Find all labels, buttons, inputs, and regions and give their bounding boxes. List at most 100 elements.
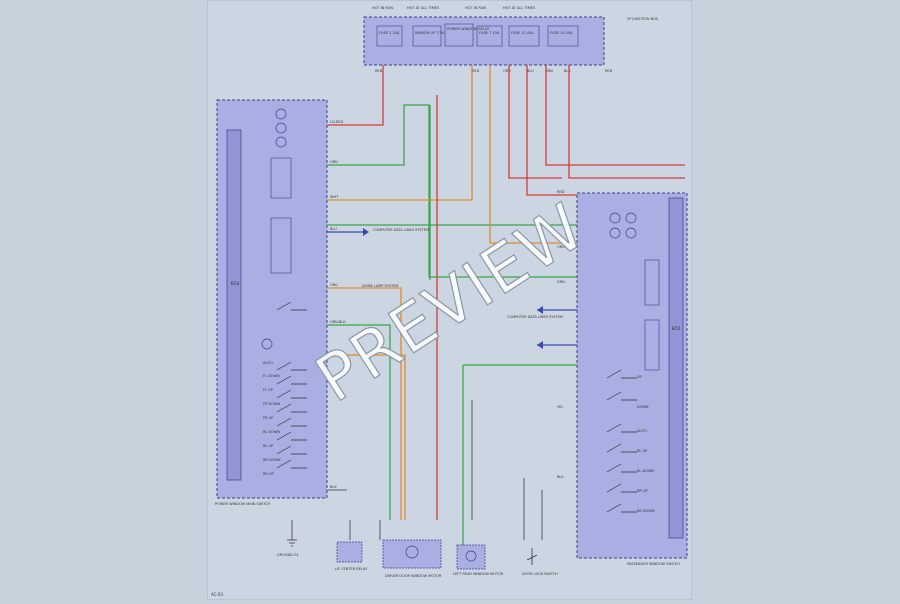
bottom-components: GROUND G1 LIF CENTER RELAY DRIVER DOOR W… [277, 539, 558, 578]
master-switch-label-fl-down: FL DOWN [263, 374, 280, 378]
jb-header-3: HOT IN RUN [465, 6, 486, 10]
relay-component-body [336, 541, 363, 563]
page-ref: AC-03 [211, 592, 223, 597]
wire-green-4 [462, 364, 577, 545]
master-ecu-bar [226, 129, 242, 481]
relay: POWER WINDOW RELAY [444, 23, 490, 47]
callouts: COMPUTER DATA LINES SYSTEM DOME LAMP SYS… [362, 228, 563, 349]
master-ecu-label: ECU [231, 281, 239, 286]
relay-component: LIF CENTER RELAY [335, 541, 368, 571]
master-switch-label-fr-up: FR UP [263, 416, 273, 420]
master-wire-5: BLU [330, 227, 337, 231]
junction-box: HOT IN RUN HOT AT ALL TIMES HOT IN RUN H… [363, 6, 659, 73]
motor-icon [275, 122, 287, 134]
arrow-connector-icon [537, 341, 543, 349]
master-switch-label-rr-up: RR UP [263, 472, 274, 476]
driver-motor-body [382, 539, 442, 569]
jb-pin-2: RED [472, 69, 480, 73]
callout-computer-left: COMPUTER DATA LINES SYSTEM [373, 228, 429, 232]
wire-red-3 [545, 65, 685, 166]
jb-header-4: HOT AT ALL TIMES [503, 6, 536, 10]
passenger-switch-label-rr-down: RR DOWN [637, 509, 655, 513]
switch-row: RL UP [263, 431, 307, 448]
jb-pin-5: GRN [545, 69, 553, 73]
motor-icon [609, 227, 621, 239]
jb-header-2: HOT AT ALL TIMES [407, 6, 440, 10]
master-switch: ECU AUTO FL DOWN FL UP [215, 99, 346, 506]
component-driver-motor-label: DRIVER DOOR WINDOW MOTOR [385, 574, 442, 578]
passenger-switch-title: PASSENGER WINDOW SWITCH [627, 562, 680, 566]
jb-pin-4: BLU [527, 69, 534, 73]
master-switch-label-fl-up: FL UP [263, 388, 273, 392]
master-wire-2: GRN [330, 160, 338, 164]
motor-icon [405, 545, 419, 559]
arrow-connector-icon [363, 228, 369, 236]
door-lock-component: DOOR LOCK SWITCH [522, 548, 558, 576]
ground-icon [287, 539, 297, 547]
driver-motor-component: DRIVER DOOR WINDOW MOTOR [382, 539, 442, 578]
passenger-ecu-label: ECU [672, 326, 680, 331]
fuse-4-label: FUSE 12 40A [511, 31, 534, 35]
callout-dome-lamp: DOME LAMP SYSTEM [362, 284, 398, 288]
junction-box-body [363, 16, 605, 66]
jb-pin-7: RED [605, 69, 613, 73]
wiring-diagram: HOT IN RUN HOT AT ALL TIMES HOT IN RUN H… [206, 0, 693, 601]
passenger-ecu-bar [668, 197, 684, 539]
passenger-switch-label-rr-up: RR UP [637, 489, 648, 493]
component-ground-label: GROUND G1 [277, 553, 299, 557]
wire-red-4 [568, 65, 685, 179]
wire-green-1 [327, 104, 577, 278]
ground-component: GROUND G1 [277, 539, 299, 557]
fuse-1: FUSE 2 25A [376, 25, 403, 47]
switch-row: RL DOWN [606, 463, 654, 473]
motor-icon [625, 212, 637, 224]
fuse-4: FUSE 12 40A [508, 25, 540, 47]
wire-green-3 [327, 324, 391, 520]
component-rear-motor-label: LEFT REAR WINDOW MOTOR [453, 572, 504, 576]
callout-computer-right: COMPUTER DATA LINES SYSTEM [507, 315, 563, 319]
jb-pin-3: ORG [503, 69, 511, 73]
switch-row: RR UP [263, 459, 307, 476]
rear-motor-body [456, 544, 486, 570]
master-wire-4: ORG [330, 283, 338, 287]
master-wire-7: YEL [330, 350, 336, 354]
fuse-1-label: FUSE 2 25A [379, 31, 400, 35]
wire-red-2 [508, 65, 562, 179]
master-switch-label-rr-down: RR DOWN [263, 458, 281, 462]
master-switch-label-auto: AUTO [263, 361, 273, 365]
passenger-switch-label-down: DOWN [637, 405, 649, 409]
passenger-switch-label-auto: AUTO [637, 429, 647, 433]
master-wire-6: GRN-BLK [330, 320, 346, 324]
fuse-5: FUSE 15 40A [547, 25, 579, 47]
master-switch-title: POWER WINDOW MAIN SWITCH [215, 502, 270, 506]
component-relay-label: LIF CENTER RELAY [335, 567, 368, 571]
switch-row: AUTO [606, 423, 647, 433]
passenger-wire-5: BLK [557, 475, 564, 479]
arrow-connector-icon [537, 306, 543, 314]
wire-orange-2 [327, 287, 402, 520]
passenger-wire-2: GRN [557, 280, 565, 284]
master-switch-label-rl-up: RL UP [263, 444, 273, 448]
master-wire-1: LG-RED [330, 120, 344, 124]
master-wire-3: WHT [330, 195, 339, 199]
passenger-switch: ECU UP DOWN AUTO [557, 190, 688, 566]
wire-orange-4 [489, 65, 577, 244]
master-switch-label-fr-down: FR DOWN [263, 402, 280, 406]
motor-icon [465, 550, 477, 562]
passenger-wire-4: YEL [557, 405, 563, 409]
switch-row: UP [606, 369, 642, 379]
motor-icon [275, 136, 287, 148]
schematic-sheet: HOT IN RUN HOT AT ALL TIMES HOT IN RUN H… [206, 0, 693, 601]
wire-orange-3 [327, 354, 406, 520]
master-wire-8: BLK [330, 485, 337, 489]
wire-orange-1 [327, 65, 473, 201]
fuse-2-label: MIRROR UP 7.5A [415, 31, 445, 35]
switch-row: AUTO [263, 301, 307, 365]
fuse-3: FUSE 7 10A [476, 25, 503, 47]
passenger-switch-label-rl-up: RL UP [637, 449, 647, 453]
switch-row: RR DOWN [263, 445, 307, 462]
motor-icon [625, 227, 637, 239]
switch-row: RL DOWN [263, 417, 307, 434]
passenger-wire-1: RED [557, 190, 565, 194]
passenger-switch-label-up: UP [637, 375, 642, 379]
